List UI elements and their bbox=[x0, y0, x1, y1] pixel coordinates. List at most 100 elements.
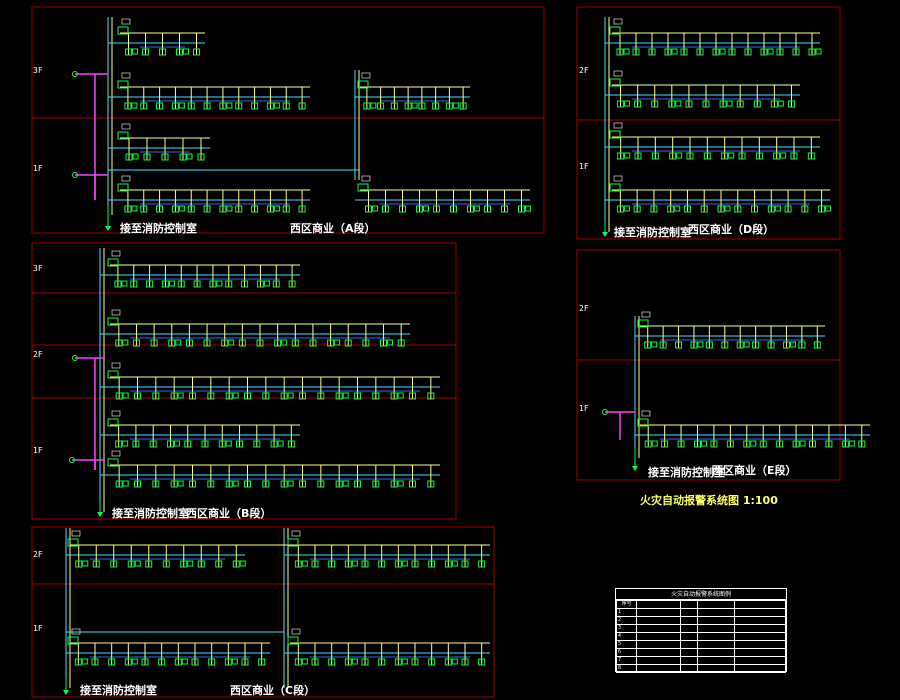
detector-icon bbox=[207, 392, 215, 400]
detector-icon bbox=[219, 102, 227, 110]
detector-icon bbox=[694, 440, 701, 448]
legend-header-row: 序号 bbox=[615, 600, 786, 609]
detector-icon bbox=[782, 341, 790, 349]
detector-icon bbox=[166, 440, 174, 448]
detector-icon bbox=[362, 339, 370, 347]
detector-icon bbox=[174, 658, 182, 666]
detector-icon bbox=[394, 658, 402, 666]
floor-label: 2F bbox=[579, 66, 589, 75]
detector-icon bbox=[675, 341, 683, 349]
module-icon bbox=[183, 48, 189, 55]
legend-row: 3 bbox=[615, 624, 786, 633]
module-icon bbox=[397, 480, 404, 487]
detector-icon bbox=[667, 205, 675, 213]
panel-c-caption-right: 西区商业（C段） bbox=[230, 684, 316, 697]
detector-icon bbox=[311, 560, 319, 568]
detector-icon bbox=[616, 205, 624, 213]
panel-a-caption-left: 接至消防控制室 bbox=[120, 222, 197, 235]
detector-icon bbox=[736, 341, 744, 349]
module-icon bbox=[474, 205, 480, 212]
legend-table: 火灾自动报警系统图例 序号 1 2 3 4 5 6 7 8 bbox=[615, 588, 787, 673]
module-icon bbox=[177, 480, 184, 487]
detector-icon bbox=[734, 205, 742, 213]
module-icon bbox=[225, 440, 232, 447]
module-icon bbox=[277, 440, 284, 447]
module-icon bbox=[624, 100, 631, 107]
detector-icon bbox=[335, 480, 343, 488]
module-icon bbox=[273, 102, 280, 109]
legend-col-index: 序号 bbox=[615, 600, 638, 609]
detector-icon bbox=[224, 658, 232, 666]
panel-frame bbox=[31, 526, 495, 698]
detector-icon bbox=[280, 480, 288, 488]
module-box-icon bbox=[67, 538, 79, 547]
panel-d-caption-right: 西区商业（D段） bbox=[688, 223, 775, 236]
detector-icon bbox=[191, 658, 199, 666]
detector-icon bbox=[841, 440, 849, 448]
detector-icon bbox=[427, 480, 435, 488]
detector-icon bbox=[648, 48, 656, 56]
module-icon bbox=[750, 440, 757, 447]
detector-icon bbox=[115, 392, 123, 400]
legend-col bbox=[680, 600, 699, 609]
legend-row: 6 bbox=[615, 648, 786, 657]
module-box-icon bbox=[637, 319, 649, 328]
detector-icon bbox=[344, 658, 352, 666]
module-box-icon bbox=[609, 183, 621, 192]
tag-mark bbox=[613, 122, 623, 129]
detector-icon bbox=[354, 392, 361, 400]
detector-icon bbox=[225, 280, 233, 288]
tag-mark bbox=[111, 362, 121, 369]
detector-icon bbox=[207, 480, 215, 488]
detector-icon bbox=[809, 440, 816, 448]
detector-icon bbox=[633, 205, 641, 213]
module-icon bbox=[372, 205, 378, 212]
module-icon bbox=[226, 205, 233, 212]
detector-icon bbox=[225, 480, 233, 488]
detector-icon bbox=[219, 205, 227, 213]
module-icon bbox=[342, 480, 349, 487]
input-node-icon bbox=[72, 71, 78, 77]
detector-icon bbox=[787, 100, 795, 108]
module-icon bbox=[789, 341, 796, 348]
detector-icon bbox=[143, 153, 151, 161]
detector-icon bbox=[317, 480, 325, 488]
detector-icon bbox=[161, 153, 169, 161]
detector-icon bbox=[372, 392, 380, 400]
detector-icon bbox=[680, 48, 688, 56]
tag-mark bbox=[613, 70, 623, 77]
detector-icon bbox=[176, 48, 183, 56]
detector-icon bbox=[690, 341, 698, 349]
module-icon bbox=[281, 339, 288, 346]
detector-icon bbox=[287, 440, 295, 448]
module-icon bbox=[122, 480, 129, 487]
module-box-icon bbox=[287, 538, 299, 547]
detector-icon bbox=[634, 100, 642, 108]
module-icon bbox=[301, 560, 308, 567]
module-box-icon bbox=[67, 636, 79, 645]
module-icon bbox=[370, 102, 377, 109]
detector-icon bbox=[177, 280, 185, 288]
module-box-icon bbox=[117, 26, 129, 35]
detector-icon bbox=[251, 102, 259, 110]
module-icon bbox=[674, 205, 681, 212]
detector-icon bbox=[428, 658, 436, 666]
detector-icon bbox=[127, 560, 135, 568]
module-icon bbox=[525, 205, 531, 212]
detector-icon bbox=[110, 560, 118, 568]
detector-icon bbox=[115, 480, 123, 488]
arrow-down-icon bbox=[602, 232, 608, 237]
module-icon bbox=[131, 205, 138, 212]
detector-icon bbox=[664, 48, 672, 56]
detector-icon bbox=[760, 48, 768, 56]
legend-col bbox=[734, 600, 786, 609]
module-icon bbox=[774, 205, 781, 212]
detector-icon bbox=[378, 658, 386, 666]
module-icon bbox=[232, 392, 239, 399]
detector-icon bbox=[634, 152, 642, 160]
detector-icon bbox=[262, 480, 270, 488]
detector-icon bbox=[409, 480, 416, 488]
detector-icon bbox=[150, 339, 158, 347]
detector-icon bbox=[751, 205, 759, 213]
tag-mark bbox=[121, 72, 131, 79]
